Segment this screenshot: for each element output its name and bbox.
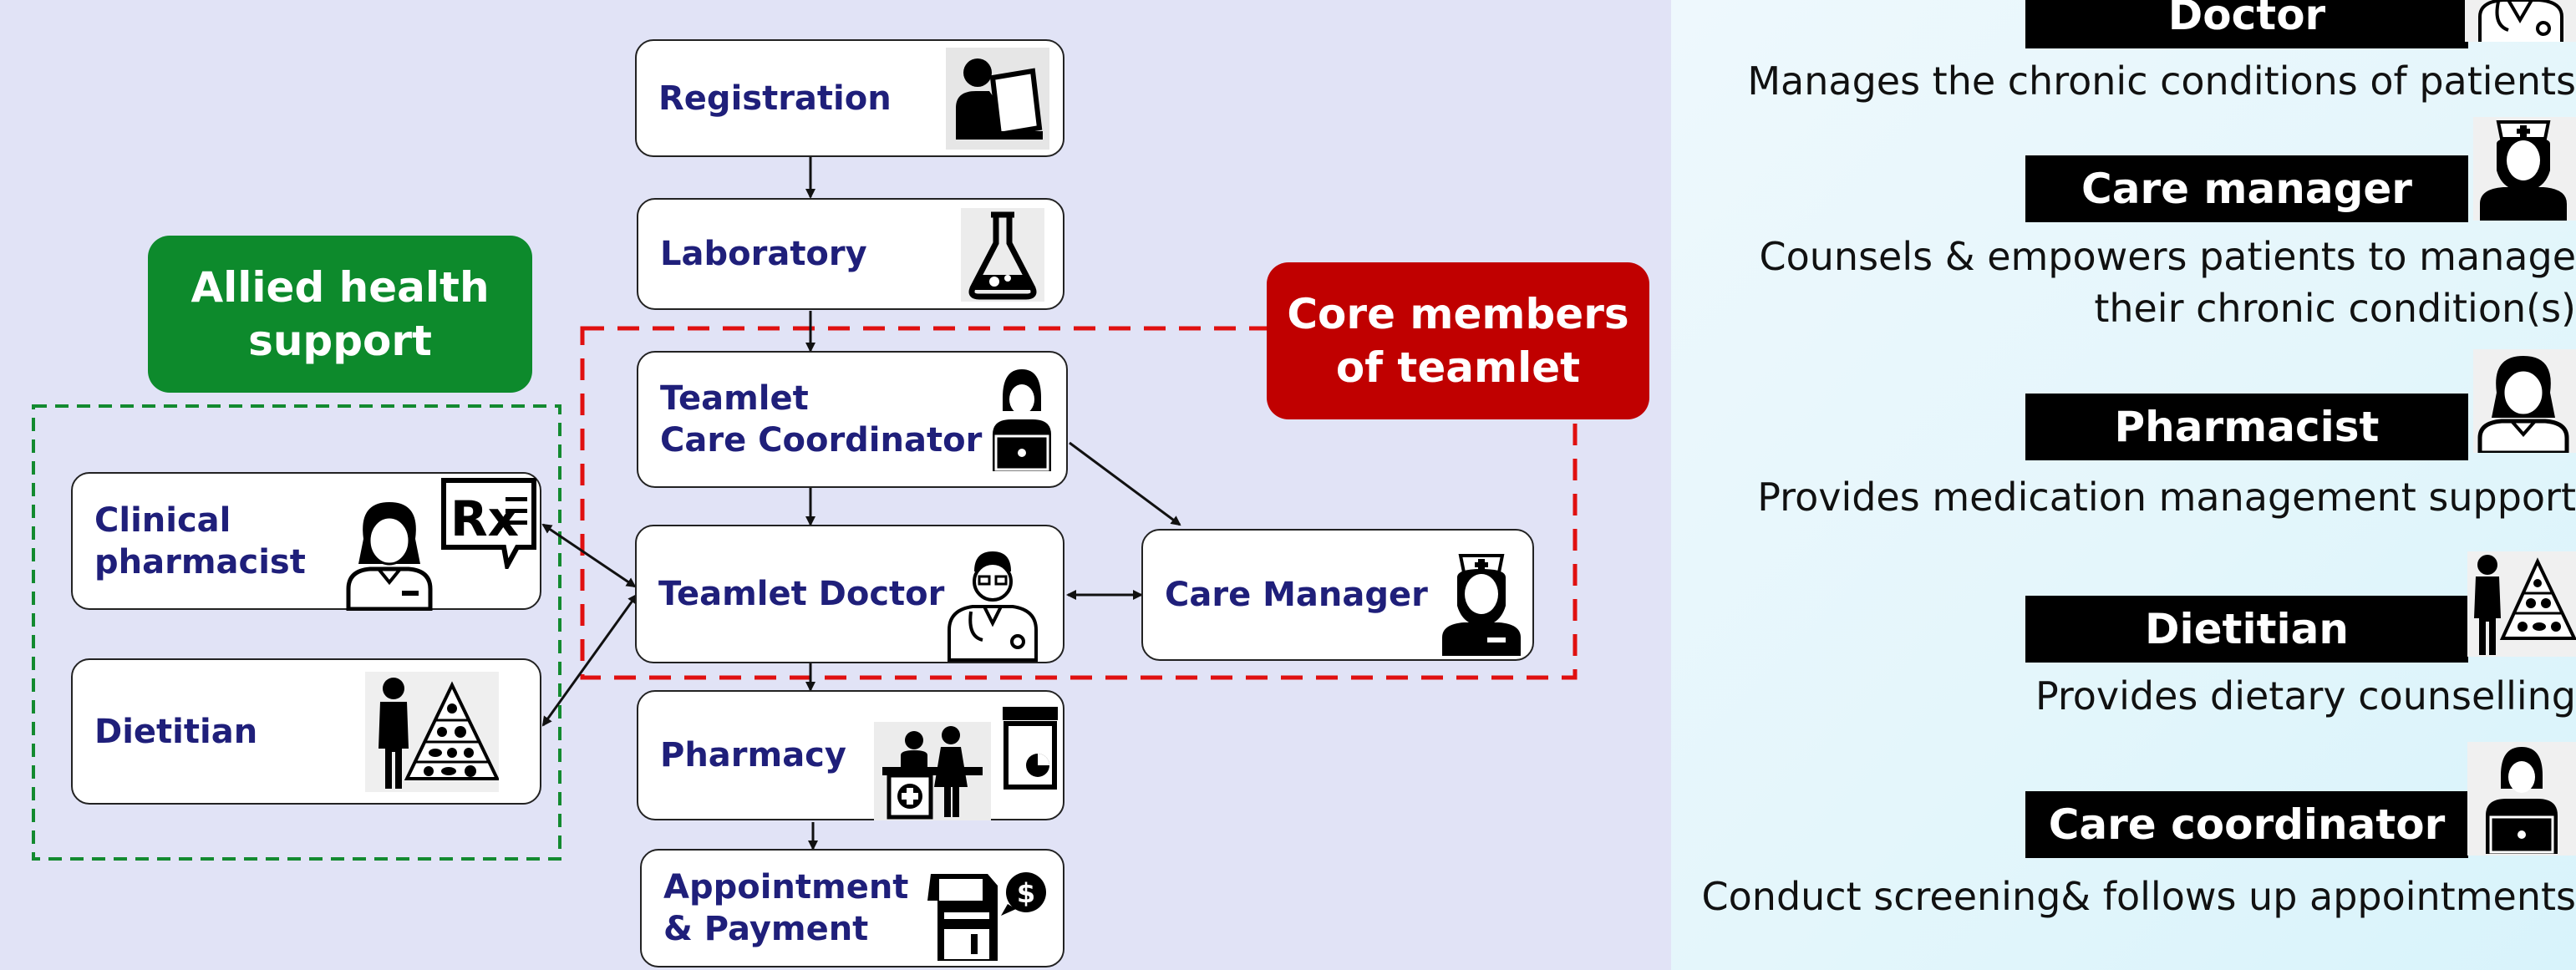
laboratory-label: Laboratory: [660, 235, 867, 273]
core-members-outline: [580, 326, 1578, 680]
dietitian-legend-icon: [2467, 551, 2576, 657]
doctor-legend-icon: [2465, 0, 2576, 42]
registration-box: Registration: [635, 39, 1064, 157]
dietitian-food-pyramid-icon: [365, 672, 499, 792]
registration-label: Registration: [658, 79, 892, 118]
role-description-doctor: Manages the chronic conditions of patien…: [1747, 58, 2576, 104]
role-title-care-manager: Care manager: [2025, 155, 2468, 222]
arrow-dietitian-doctor: [541, 593, 638, 727]
appointment-payment-label: Appointment & Payment: [663, 868, 909, 948]
teamlet-care-coordinator-box: Teamlet Care Coordinator: [637, 351, 1068, 488]
payment-kiosk-icon: $: [927, 872, 1046, 961]
role-title-pharmacist: Pharmacist: [2025, 394, 2468, 460]
dietitian-box: Dietitian: [71, 658, 541, 805]
role-description-care-coordinator: Conduct screening& follows up appointmen…: [1701, 874, 2576, 919]
prescription-rx-icon: Rx: [441, 478, 536, 569]
arrow-coordinator-caremanager: [1069, 441, 1181, 526]
appointment-payment-box: Appointment & Payment $: [640, 849, 1064, 967]
role-title-doctor: Doctor: [2025, 0, 2468, 48]
lab-flask-icon: [961, 208, 1044, 302]
teamlet-doctor-box: Teamlet Doctor: [635, 525, 1064, 663]
clinical-pharmacist-label: Clinical pharmacist: [94, 500, 306, 581]
arrow-pharmacist-doctor: [541, 523, 637, 588]
doctor-icon: [948, 551, 1038, 662]
connector-layer: [32, 157, 1578, 861]
pharmacy-label: Pharmacy: [660, 736, 846, 774]
allied-health-outline: [32, 404, 561, 861]
core-members-banner-text: Core members of teamlet: [1287, 290, 1629, 392]
role-description-care-manager: Counsels & empowers patients to manage t…: [1759, 234, 2576, 331]
pharmacy-counter-icon: [874, 707, 1058, 820]
care-coordinator-laptop-icon: [993, 369, 1051, 471]
teamlet-care-coordinator-label: Teamlet Care Coordinator: [660, 379, 983, 460]
dietitian-label: Dietitian: [94, 712, 258, 751]
svg-text:$: $: [1017, 877, 1035, 909]
nurse-icon: [1442, 554, 1521, 656]
role-description-pharmacist: Provides medication management support: [1757, 475, 2576, 520]
role-description-dietitian: Provides dietary counselling: [2035, 673, 2576, 719]
role-title-care-coordinator: Care coordinator: [2025, 791, 2468, 858]
pharmacist-legend-icon: [2473, 349, 2576, 453]
registration-clerk-icon: [946, 48, 1049, 150]
core-members-banner: Core members of teamlet: [1267, 262, 1649, 419]
role-title-dietitian: Dietitian: [2025, 596, 2468, 663]
allied-health-banner-text: Allied health support: [191, 263, 490, 365]
nurse-legend-icon: [2473, 117, 2576, 221]
clinical-pharmacist-box: Clinical pharmacist Rx: [71, 472, 541, 611]
care-coordinator-legend-icon: [2467, 742, 2576, 856]
care-manager-label: Care Manager: [1165, 576, 1428, 614]
care-manager-box: Care Manager: [1141, 529, 1534, 661]
teamlet-doctor-label: Teamlet Doctor: [658, 575, 945, 613]
pharmacist-icon: [346, 502, 433, 611]
pharmacy-box: Pharmacy: [637, 690, 1064, 820]
laboratory-box: Laboratory: [637, 198, 1064, 310]
allied-health-banner: Allied health support: [148, 236, 532, 393]
